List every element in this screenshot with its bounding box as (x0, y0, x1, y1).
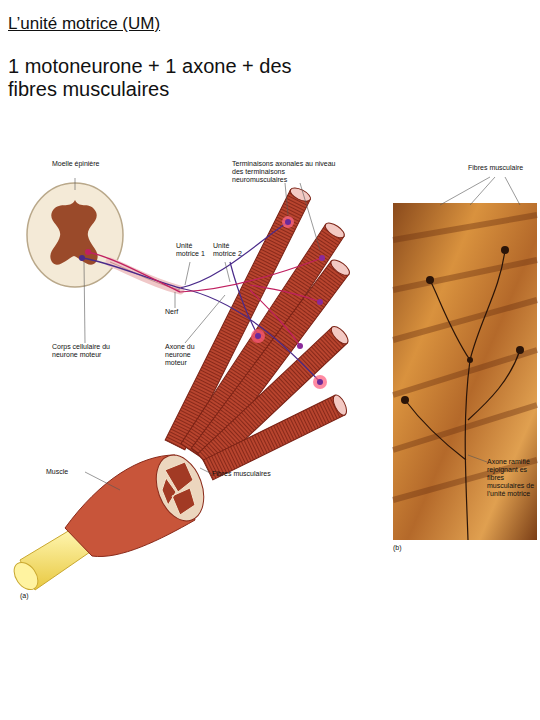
spinal-cord-section (27, 183, 123, 287)
junction-glow (282, 216, 294, 228)
leader-line (440, 177, 520, 205)
leader-line (75, 178, 76, 190)
junction-glow (313, 375, 327, 389)
axon (82, 258, 180, 288)
spinal-cord (27, 183, 123, 287)
panel-letter: (a) (20, 592, 40, 600)
muscle-fiber (203, 395, 345, 480)
tendon-end (9, 558, 43, 594)
leader-line (185, 295, 225, 343)
fiber-end (323, 220, 347, 240)
fascicles (162, 462, 195, 515)
part-label: Unité motrice 2 (213, 242, 245, 258)
fiber-end (328, 324, 350, 347)
axon-unit-2 (180, 258, 322, 346)
junction-glow (251, 329, 265, 343)
motor-end-plate (501, 246, 509, 254)
leader-line (200, 468, 212, 474)
part-label: Corps cellulaire du neurone moteur (52, 343, 117, 359)
part-label: Fibres musculaires (212, 470, 282, 478)
junction (255, 333, 261, 339)
part-label: Fibres musculaire (468, 164, 528, 172)
leader-line (185, 262, 230, 285)
junction (297, 343, 303, 349)
motor-end-plate (426, 276, 434, 284)
leader-line (84, 262, 85, 343)
junction (285, 219, 291, 225)
panel-letter: (b) (393, 544, 413, 552)
leader-line (85, 472, 120, 490)
gray-matter (50, 200, 97, 265)
leader-line (285, 183, 320, 250)
part-label: Unité motrice 1 (176, 242, 208, 258)
motor-end-plate (401, 396, 409, 404)
motor-end-plate (467, 357, 473, 363)
micrograph (393, 203, 537, 540)
part-label: Muscle (46, 468, 86, 476)
junction (317, 379, 323, 385)
fiber-end (328, 257, 352, 278)
fiber-end (288, 185, 312, 204)
nerve (82, 252, 180, 292)
muscle-cross-section (148, 449, 213, 528)
motor-end-plate (516, 346, 524, 354)
neuromuscular-junctions (251, 216, 327, 389)
part-label: Axone du neurone moteur (165, 343, 210, 367)
part-label: Nerf (165, 308, 195, 316)
part-label: Moelle épinière (52, 160, 112, 168)
leader-lines (75, 177, 520, 490)
slide-title: L’unité motrice (UM) (8, 14, 308, 34)
motor-axons (180, 222, 322, 382)
muscle-fibers (165, 185, 352, 480)
fiber-end (331, 393, 350, 417)
part-label: Terminaisons axonales au niveau des term… (232, 160, 342, 184)
leader-line (468, 455, 487, 462)
axon-unit-1 (180, 222, 320, 382)
micrograph-background (393, 203, 537, 540)
subtitle: 1 motoneurone + 1 axone + des fibres mus… (8, 55, 338, 101)
junction (317, 299, 323, 305)
junction (319, 255, 325, 261)
part-label: Axone ramifié rejoignant es fibres muscu… (487, 458, 539, 498)
muscle (9, 449, 212, 594)
axon (88, 252, 180, 292)
leader-line (175, 292, 176, 308)
